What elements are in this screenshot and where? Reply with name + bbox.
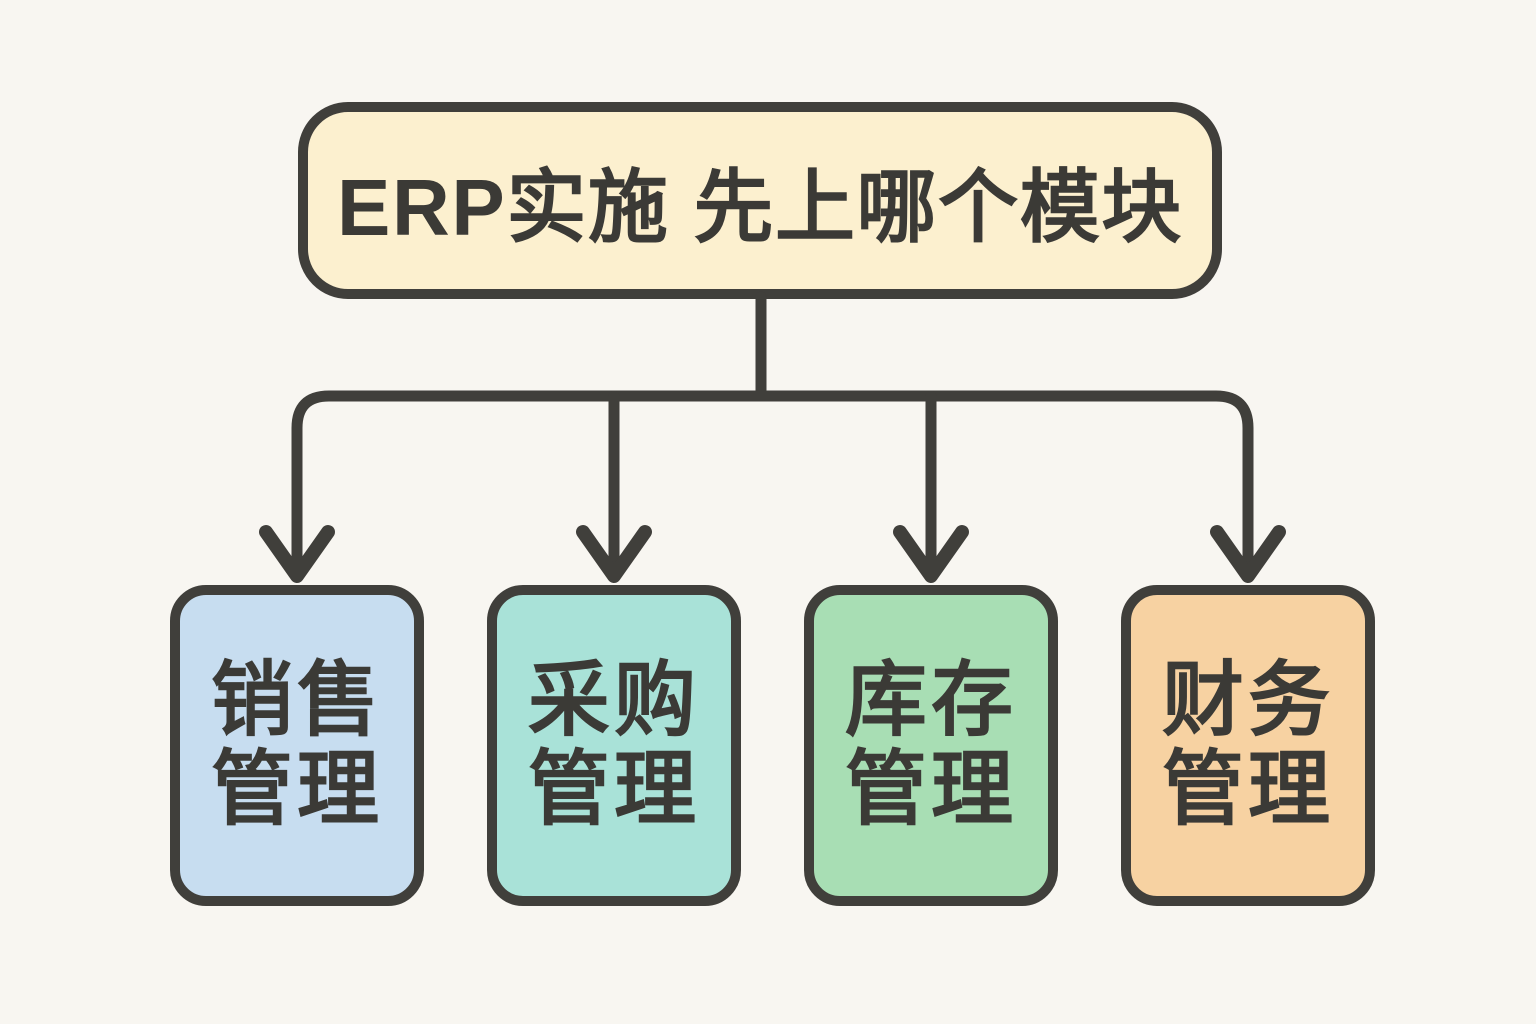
module-box-inventory: 库存 管理 xyxy=(804,585,1058,906)
module-label-line: 管理 xyxy=(844,743,1018,835)
arrowhead-inventory xyxy=(893,525,969,583)
module-label-line: 财务 xyxy=(1161,654,1335,746)
module-label-line: 管理 xyxy=(527,743,701,835)
module-box-finance: 财务 管理 xyxy=(1121,585,1375,906)
module-label-line: 采购 xyxy=(527,654,701,746)
arrowhead-finance xyxy=(1210,525,1286,583)
title-box: ERP实施 先上哪个模块 xyxy=(298,102,1222,299)
module-label-line: 管理 xyxy=(1161,743,1335,835)
arrowhead-sales xyxy=(259,525,335,583)
module-label-line: 销售 xyxy=(210,654,384,746)
module-box-sales: 销售 管理 xyxy=(170,585,424,906)
branch-line xyxy=(291,390,1254,572)
title-text: ERP实施 先上哪个模块 xyxy=(337,162,1183,252)
arrowhead-procurement xyxy=(576,525,652,583)
module-box-procurement: 采购 管理 xyxy=(487,585,741,906)
module-label-line: 库存 xyxy=(844,654,1018,746)
module-label-line: 管理 xyxy=(210,743,384,835)
